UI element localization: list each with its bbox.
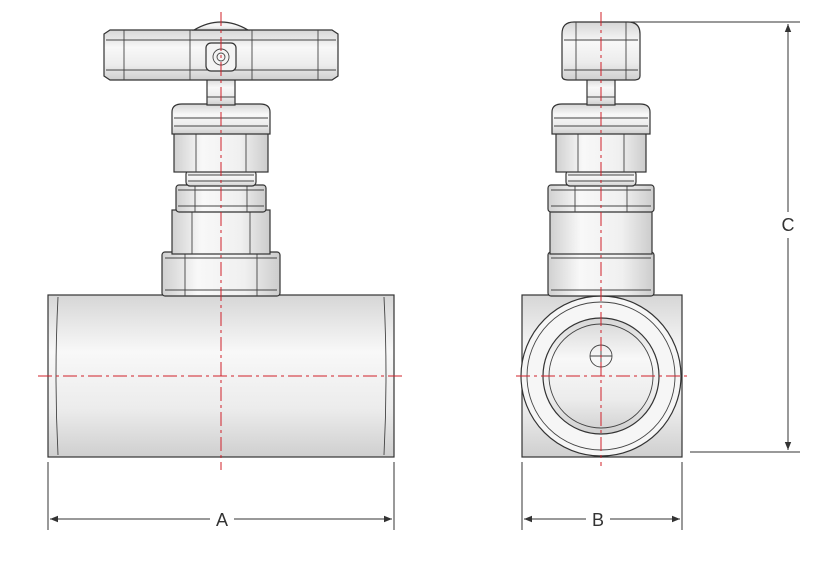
dimension-a-label: A: [216, 510, 228, 530]
dimension-a: A: [47, 462, 395, 530]
dimension-b-label: B: [592, 510, 604, 530]
dimension-c-label: C: [782, 215, 795, 235]
side-handle: [561, 21, 641, 81]
dimension-c: C: [606, 21, 800, 453]
front-view: A: [38, 12, 404, 530]
dimension-b: B: [521, 462, 683, 530]
side-view: B C: [516, 12, 800, 530]
